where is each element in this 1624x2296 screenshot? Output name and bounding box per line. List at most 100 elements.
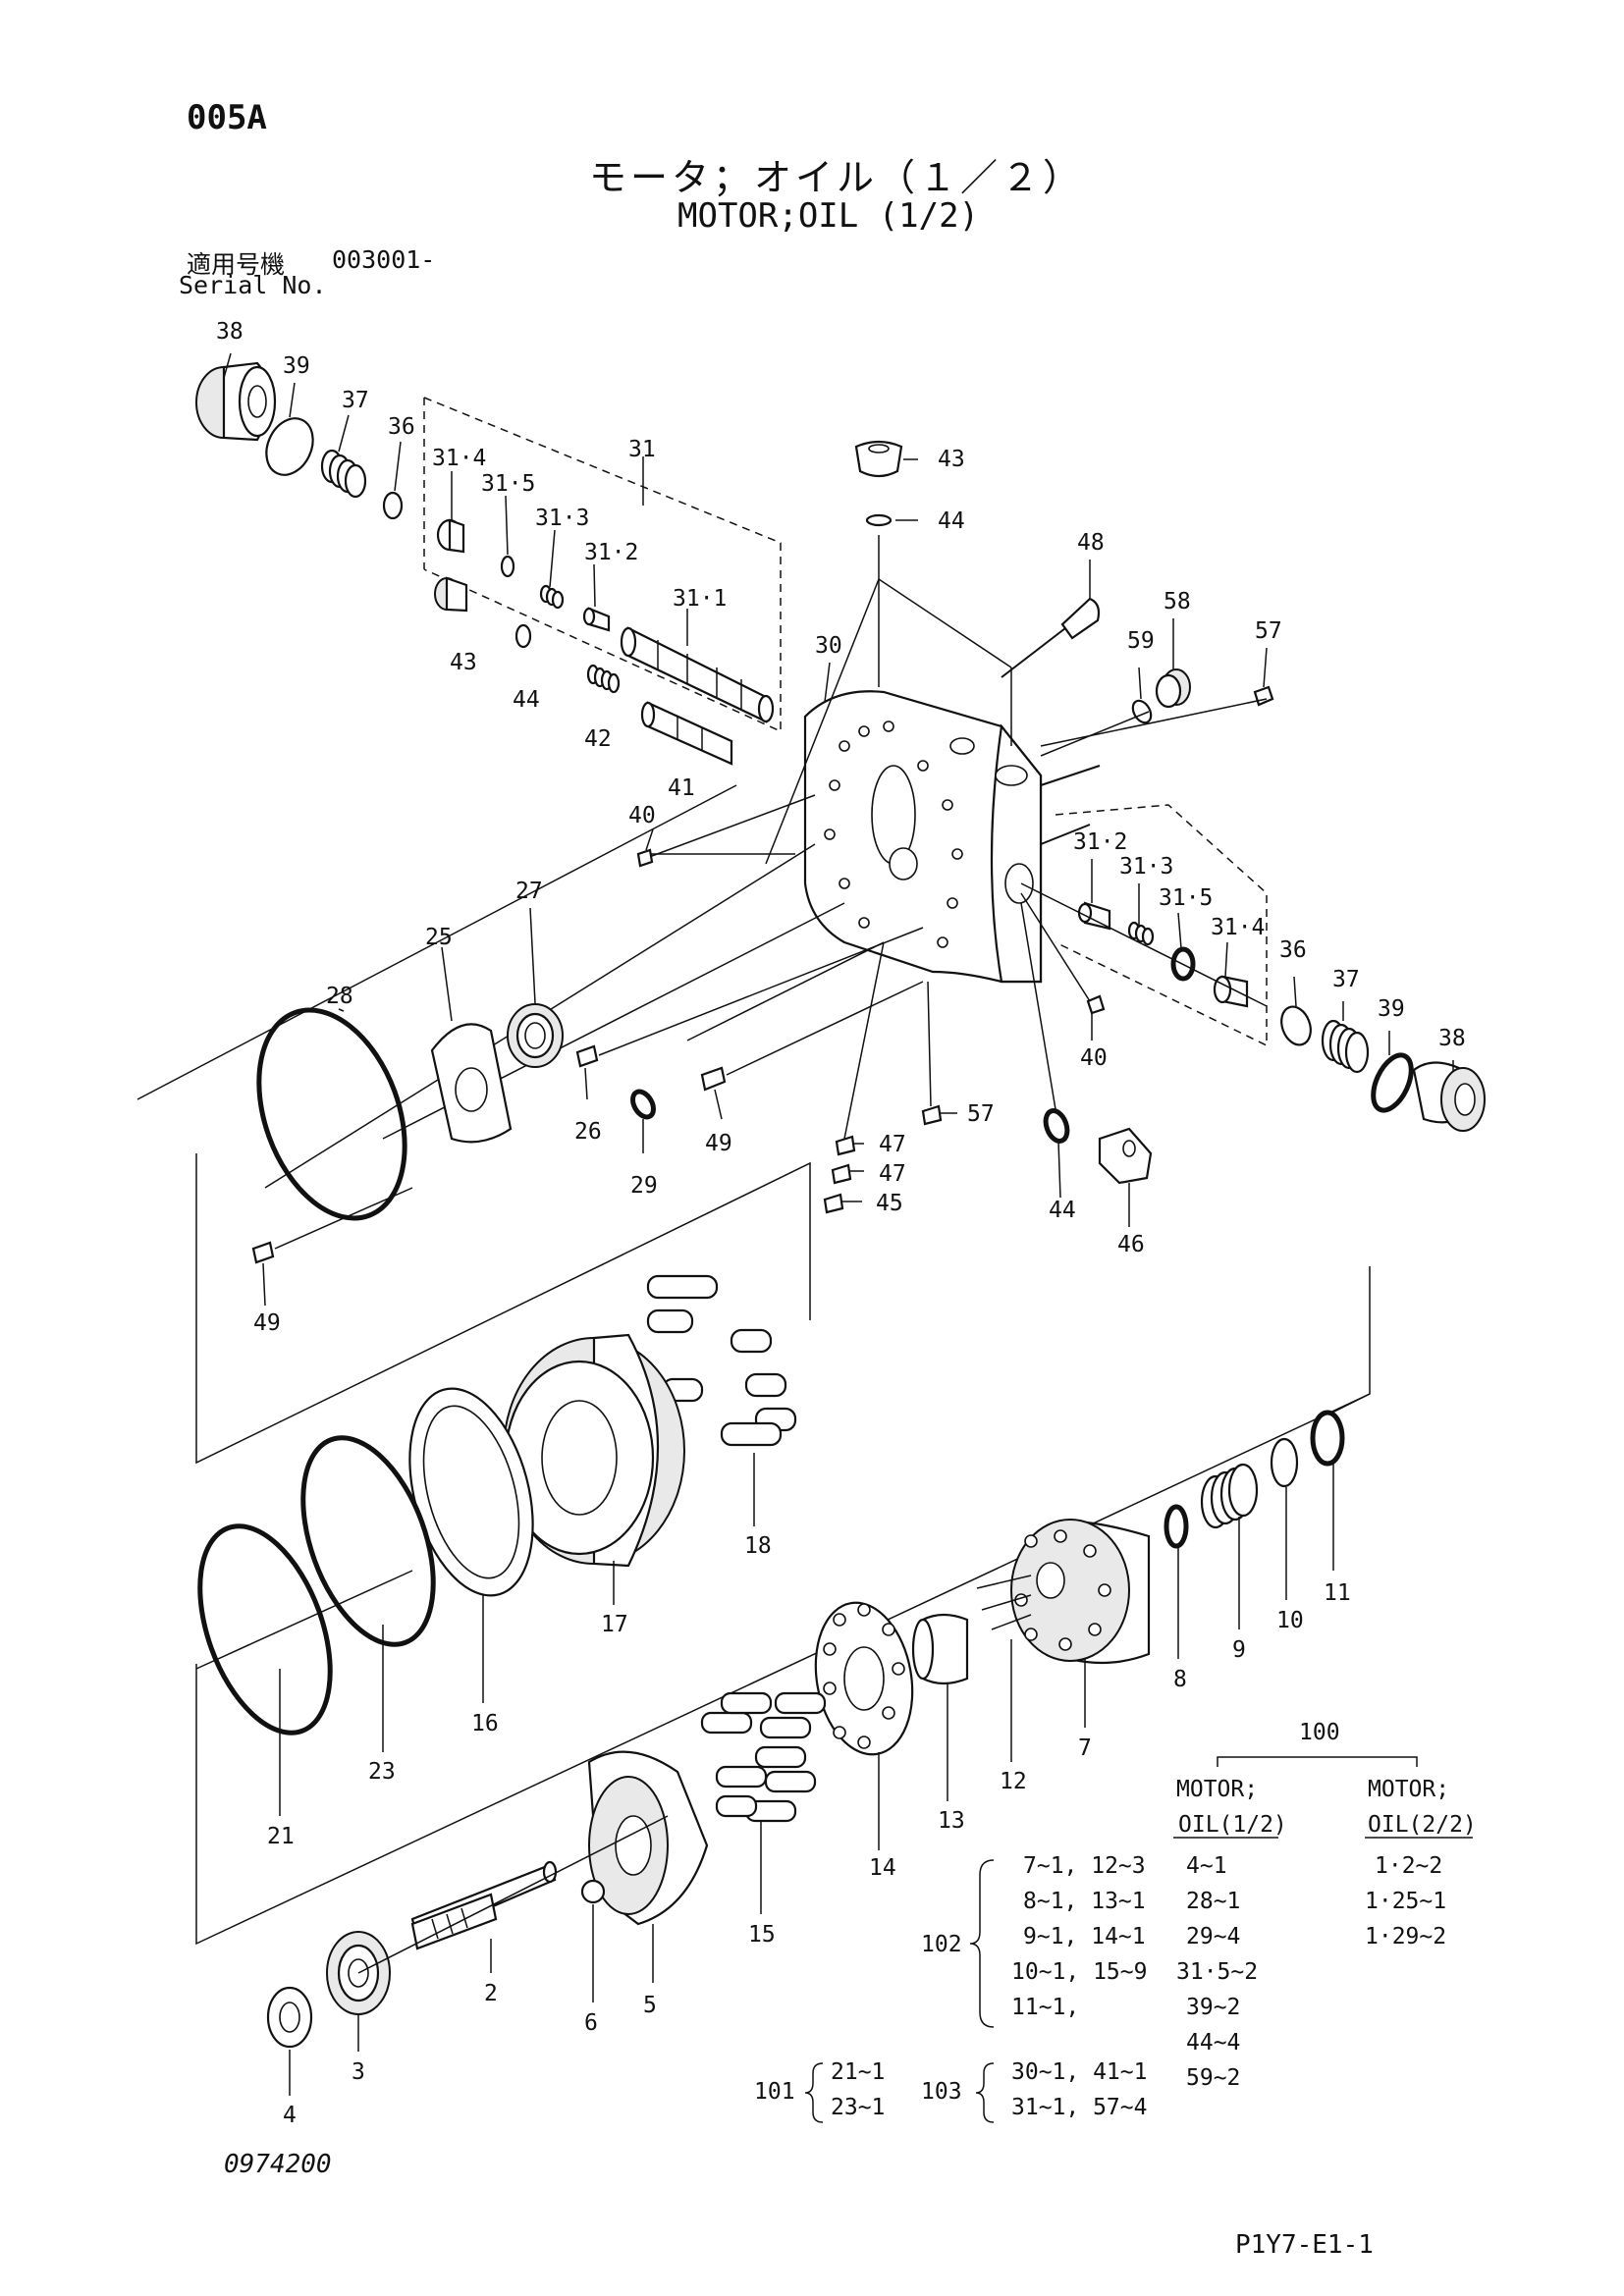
- callout-44-right: 44: [1049, 1198, 1076, 1223]
- part-11-snap-ring: [1310, 1410, 1345, 1467]
- callout-31-3-right: 31·3: [1119, 854, 1173, 880]
- callout-47-a: 47: [879, 1132, 906, 1157]
- kit-102-table: 102 7~1, 12~3 8~1, 13~1 9~1, 14~1 10~1, …: [921, 1853, 1147, 2028]
- kit-101-number: 101: [754, 2079, 795, 2105]
- kit-102-row: 10~1, 15~9: [1011, 1959, 1147, 1985]
- kit-103-table: 103 30~1, 41~1 31~1, 57~4: [921, 2059, 1147, 2123]
- callout-31-4-right: 31·4: [1211, 915, 1265, 940]
- callout-42: 42: [584, 726, 612, 752]
- kit-100-col1-row: 29~4: [1186, 1924, 1240, 1949]
- callout-47-b: 47: [879, 1161, 906, 1187]
- kit-100-col1-row: 39~2: [1186, 1995, 1240, 2020]
- callout-31-4: 31·4: [432, 446, 486, 471]
- part-15-pistons: [700, 1691, 827, 1823]
- part-39-oring-left: [265, 417, 314, 476]
- group-31-right-boundary: [1055, 804, 1268, 1047]
- kit-102-row: 8~1, 13~1: [1023, 1889, 1146, 1914]
- callout-39: 39: [283, 353, 310, 379]
- part-38-plug-right: [1412, 1061, 1486, 1132]
- callout-7: 7: [1078, 1735, 1092, 1761]
- part-28-oring: [256, 1007, 407, 1221]
- serial-label-en: Serial No.: [179, 271, 327, 299]
- callout-49-lower: 49: [253, 1310, 281, 1336]
- part-27-bearing: [507, 1003, 564, 1068]
- callout-4: 4: [283, 2103, 297, 2128]
- callout-49-upper: 49: [705, 1131, 732, 1156]
- page-code: 005A: [187, 98, 267, 137]
- part-49-pin-upper: [700, 1066, 727, 1092]
- part-4-seal: [266, 1986, 313, 2049]
- callout-31: 31: [628, 437, 656, 462]
- serial-value: 003001-: [332, 245, 436, 274]
- frame-line-lower: [195, 1266, 1371, 1946]
- callout-31-2-right: 31·2: [1073, 829, 1127, 855]
- kit-100-col2-row: 1·25~1: [1365, 1889, 1446, 1914]
- callout-41: 41: [668, 775, 695, 801]
- callout-45: 45: [876, 1191, 903, 1216]
- kit-101-table: 101 21~1 23~1: [754, 2059, 885, 2123]
- callout-58: 58: [1164, 589, 1191, 614]
- callout-6: 6: [584, 2010, 598, 2036]
- callout-5: 5: [643, 1993, 657, 2018]
- callout-28: 28: [326, 984, 353, 1009]
- callout-25: 25: [425, 925, 453, 950]
- callout-31-3: 31·3: [535, 506, 589, 531]
- part-26-pin: [575, 1044, 599, 1068]
- part-39-oring-right: [1371, 1052, 1414, 1113]
- kit-100-col2-header-2: OIL(2/2): [1368, 1812, 1477, 1838]
- part-45-plug: [823, 1193, 844, 1214]
- part-44-oring-top: [865, 513, 893, 527]
- part-31-4-plug-right: [1213, 975, 1249, 1008]
- part-47-plug-a: [835, 1135, 856, 1156]
- part-31-1-spool: [620, 626, 775, 723]
- kit-102-row: 7~1, 12~3: [1023, 1853, 1146, 1879]
- part-48-bolt: [1001, 597, 1101, 678]
- part-44-oring-right: [1043, 1108, 1070, 1144]
- part-31-5-oring-right: [1170, 946, 1196, 982]
- part-31-4-plug: [436, 518, 465, 554]
- callout-44-left: 44: [513, 687, 540, 713]
- callout-44-top: 44: [938, 508, 965, 534]
- part-31-3-spring-right: [1127, 921, 1155, 946]
- kit-100-col1-row: 44~4: [1186, 2030, 1240, 2056]
- part-18-springs: [646, 1274, 797, 1526]
- part-47-plug-b: [831, 1163, 852, 1185]
- kit-103-row: 30~1, 41~1: [1011, 2059, 1147, 2085]
- callout-27: 27: [515, 879, 543, 904]
- kit-101-row: 23~1: [831, 2095, 885, 2120]
- kit-100-col2-row: 1·2~2: [1375, 1853, 1442, 1879]
- callout-59: 59: [1127, 628, 1155, 654]
- part-38-plug-left: [195, 361, 277, 442]
- part-10-washer: [1270, 1437, 1299, 1488]
- part-23-oring: [300, 1435, 436, 1647]
- callout-21: 21: [267, 1824, 295, 1849]
- callout-12: 12: [1000, 1769, 1027, 1794]
- part-31-5-oring: [500, 555, 515, 578]
- part-42-spring: [586, 664, 621, 694]
- callout-8: 8: [1173, 1667, 1187, 1692]
- kit-100-col1-row: 28~1: [1186, 1889, 1240, 1914]
- callout-17: 17: [601, 1612, 628, 1637]
- callout-2: 2: [484, 1981, 498, 2006]
- callout-31-5-right: 31·5: [1159, 885, 1213, 911]
- part-44-oring-lower-left: [514, 623, 532, 649]
- frame-line-upper: [195, 1153, 811, 1465]
- part-21-oring: [197, 1523, 333, 1735]
- callout-36-right: 36: [1279, 937, 1307, 963]
- page-title-jp: モータ；オイル（１／２）: [589, 156, 1085, 199]
- kit-100-col1-row: 31·5~2: [1176, 1959, 1258, 1985]
- kit-100-col1-header-1: MOTOR;: [1176, 1777, 1258, 1802]
- callout-40-upper: 40: [628, 803, 656, 828]
- part-57-plug-lower: [921, 1104, 943, 1126]
- callout-13: 13: [938, 1808, 965, 1834]
- callout-23: 23: [368, 1759, 396, 1785]
- part-37-spring-right: [1321, 1019, 1370, 1074]
- callout-37: 37: [342, 388, 369, 413]
- callout-15: 15: [748, 1922, 776, 1948]
- callout-43-top: 43: [938, 447, 965, 472]
- part-43-plug-lower-left: [434, 576, 468, 613]
- callout-16: 16: [471, 1711, 499, 1736]
- callout-36: 36: [388, 414, 415, 440]
- callout-11: 11: [1324, 1580, 1351, 1606]
- part-5-swash-plate: [587, 1750, 709, 1926]
